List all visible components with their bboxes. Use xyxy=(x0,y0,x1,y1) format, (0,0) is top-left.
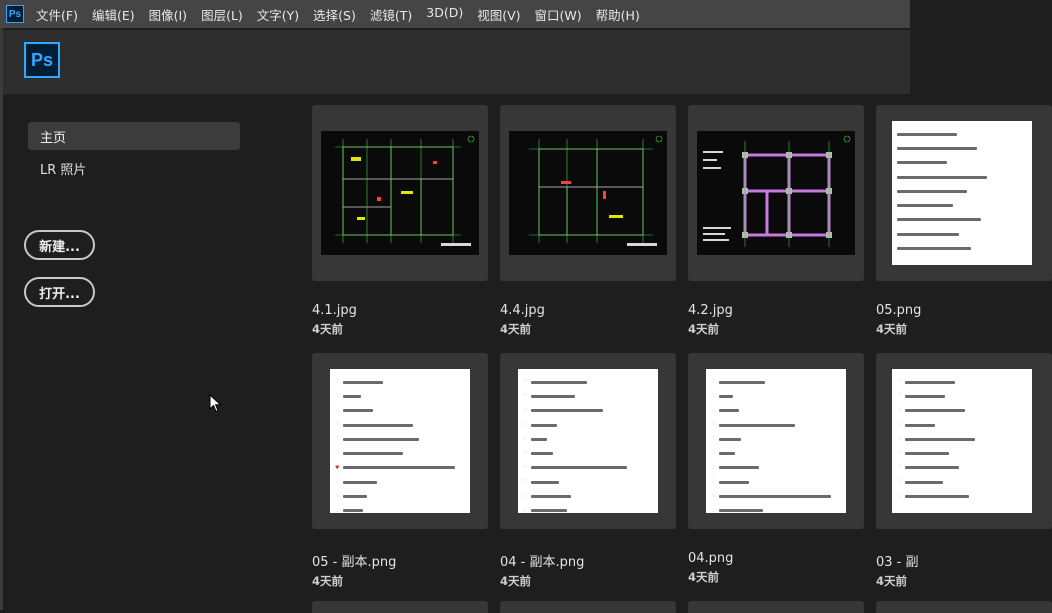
floorplan-thumbnail-image xyxy=(321,131,479,255)
recent-file-card[interactable]: ♡ ♡ ♡ ♡ ♡ ♡ ♡ ♡ ♡ ♡ 04 - 副本.png 4天前 xyxy=(500,353,676,589)
file-thumbnail[interactable] xyxy=(688,105,864,281)
menu-window[interactable]: 窗口(W) xyxy=(534,7,582,23)
file-thumbnail[interactable]: ♡ ♡ ♡ ♡ ♡ ♡ ♥ ♡ ♡ ♡ xyxy=(312,353,488,529)
window-edge xyxy=(0,28,3,610)
file-date: 4天前 xyxy=(312,322,344,336)
menu-3d[interactable]: 3D(D) xyxy=(426,4,464,20)
menu-select[interactable]: 选择(S) xyxy=(313,7,356,23)
recent-file-card[interactable]: ♡ ♡ ♡ ♡ ♡ ♡ ♥ ♡ ♡ ♡ 05 - 副本.png 4天前 xyxy=(312,353,488,589)
sidebar-item-home[interactable]: 主页 xyxy=(28,122,240,150)
recent-file-card-partial[interactable] xyxy=(688,601,864,613)
file-date: 4天前 xyxy=(688,570,720,584)
menu-type[interactable]: 文字(Y) xyxy=(256,7,300,23)
menu-edit[interactable]: 编辑(E) xyxy=(91,7,135,23)
file-thumbnail[interactable]: ♡ ♡ ♡ ♡ ♡ ♡ ♡ ♡ ♡ xyxy=(876,353,1052,529)
file-thumbnail[interactable] xyxy=(500,105,676,281)
file-name[interactable]: 05 - 副本.png xyxy=(312,555,397,570)
file-date: 4天前 xyxy=(500,322,532,336)
recent-file-card[interactable]: ♡ ♡ ♡ ♡ ♡ ♡ ♡ ♡ ♡ ♡ 04.png 4天前 xyxy=(688,353,864,585)
file-name[interactable]: 4.4.jpg xyxy=(500,303,545,318)
document-thumbnail-image xyxy=(892,121,1032,265)
file-date: 4天前 xyxy=(876,322,908,336)
photoshop-app-icon[interactable]: Ps xyxy=(6,5,24,23)
home-header: Ps xyxy=(3,30,910,94)
menu-help[interactable]: 帮助(H) xyxy=(595,7,640,23)
file-date: 4天前 xyxy=(500,574,532,588)
floorplan-thumbnail-image xyxy=(509,131,667,255)
recent-file-card[interactable]: 4.2.jpg 4天前 xyxy=(688,105,864,337)
open-file-button[interactable]: 打开... xyxy=(24,277,95,307)
file-date: 4天前 xyxy=(688,322,720,336)
recent-file-card[interactable]: 05.png 4天前 xyxy=(876,105,1052,337)
menu-image[interactable]: 图像(I) xyxy=(148,7,188,23)
recent-file-card-partial[interactable] xyxy=(500,601,676,613)
sidebar-item-lr-photos[interactable]: LR 照片 xyxy=(40,162,87,178)
file-date: 4天前 xyxy=(876,574,908,588)
file-name[interactable]: 03 - 副 xyxy=(876,555,919,570)
file-thumbnail[interactable] xyxy=(312,105,488,281)
file-name[interactable]: 04 - 副本.png xyxy=(500,555,585,570)
file-name[interactable]: 04.png xyxy=(688,551,734,566)
file-name[interactable]: 4.2.jpg xyxy=(688,303,733,318)
new-file-button[interactable]: 新建... xyxy=(24,230,95,260)
home-sidebar: 主页 LR 照片 新建... 打开... xyxy=(3,95,283,610)
recent-file-card[interactable]: 4.1.jpg 4天前 xyxy=(312,105,488,337)
file-thumbnail[interactable]: ♡ ♡ ♡ ♡ ♡ ♡ ♡ ♡ ♡ ♡ xyxy=(500,353,676,529)
menu-layer[interactable]: 图层(L) xyxy=(201,7,243,23)
recent-file-card-partial[interactable] xyxy=(876,601,1052,613)
menu-view[interactable]: 视图(V) xyxy=(477,7,521,23)
recent-files-grid: 4.1.jpg 4天前 xyxy=(312,105,1052,613)
recent-file-card-partial[interactable] xyxy=(312,601,488,613)
menu-file[interactable]: 文件(F) xyxy=(36,7,78,23)
file-name[interactable]: 4.1.jpg xyxy=(312,303,357,318)
recent-file-card[interactable]: ♡ ♡ ♡ ♡ ♡ ♡ ♡ ♡ ♡ 03 - 副 4天前 xyxy=(876,353,1052,589)
file-name[interactable]: 05.png xyxy=(876,303,922,318)
file-date: 4天前 xyxy=(312,574,344,588)
document-thumbnail-image: ♡ ♡ ♡ ♡ ♡ ♡ ♡ ♡ ♡ xyxy=(892,369,1032,513)
menu-items: 文件(F) 编辑(E) 图像(I) 图层(L) 文字(Y) 选择(S) 滤镜(T… xyxy=(36,5,654,24)
menu-filter[interactable]: 滤镜(T) xyxy=(369,7,413,23)
mouse-pointer-icon xyxy=(209,393,222,413)
document-thumbnail-image: ♡ ♡ ♡ ♡ ♡ ♡ ♥ ♡ ♡ ♡ xyxy=(330,369,470,514)
photoshop-logo: Ps xyxy=(24,42,60,78)
floorplan-thumbnail-image xyxy=(697,131,855,255)
document-thumbnail-image: ♡ ♡ ♡ ♡ ♡ ♡ ♡ ♡ ♡ ♡ xyxy=(706,369,846,514)
file-thumbnail[interactable] xyxy=(876,105,1052,281)
document-thumbnail-image: ♡ ♡ ♡ ♡ ♡ ♡ ♡ ♡ ♡ ♡ xyxy=(518,369,658,514)
menu-bar: Ps 文件(F) 编辑(E) 图像(I) 图层(L) 文字(Y) 选择(S) 滤… xyxy=(0,0,910,28)
file-thumbnail[interactable]: ♡ ♡ ♡ ♡ ♡ ♡ ♡ ♡ ♡ ♡ xyxy=(688,353,864,529)
recent-file-card[interactable]: 4.4.jpg 4天前 xyxy=(500,105,676,337)
